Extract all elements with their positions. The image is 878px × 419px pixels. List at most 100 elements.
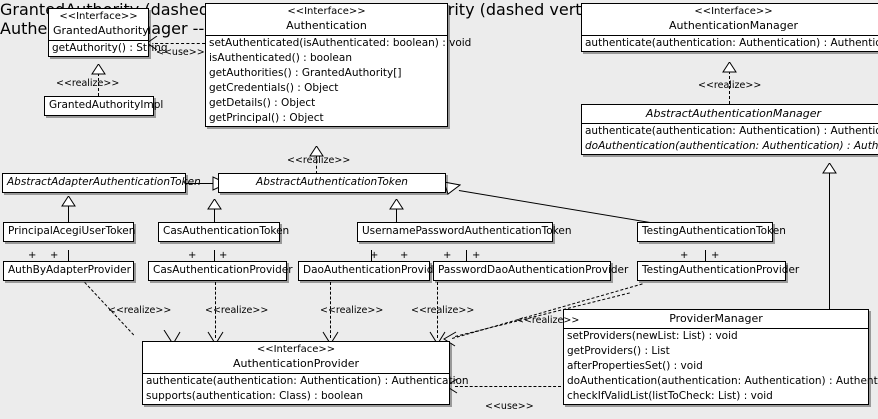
- class-name: PrincipalAcegiUserToken: [8, 225, 136, 237]
- class-password-dao-authentication-provider[interactable]: PasswordDaoAuthenticationProvider: [433, 261, 628, 281]
- operation-row: getCredentials() : Object: [209, 82, 339, 94]
- triangle-generalization-abstractauthenticationmanager: [822, 159, 837, 178]
- class-abstract-authentication-manager[interactable]: AbstractAuthenticationManager authentica…: [581, 104, 878, 155]
- stereotype-label: <<Interface>>: [287, 6, 366, 17]
- triangle-generalization-abstracttoken-upat: [389, 195, 404, 214]
- operation-row: setProviders(newList: List) : void: [567, 330, 738, 342]
- operation-row: doAuthentication(authentication: Authent…: [585, 140, 878, 152]
- triangle-generalization-grantedauthority: [91, 60, 106, 79]
- edge-label-realize-7: <<realize>>: [411, 305, 475, 316]
- edge-generalization-usernamepasswordtoken: [396, 204, 397, 222]
- class-provider-manager[interactable]: ProviderManager setProviders(newList: Li…: [563, 309, 878, 405]
- compartment-divider: [143, 373, 449, 374]
- edge-generalization-principalacegiusertoken: [68, 202, 69, 222]
- operation-row: supports(authentication: Class) : boolea…: [146, 390, 363, 402]
- class-name: GrantedAuthority: [53, 24, 149, 37]
- operations-compartment: authenticate(authentication: Authenticat…: [143, 374, 469, 404]
- class-granted-authority[interactable]: <<Interface>> GrantedAuthority getAuthor…: [48, 8, 168, 57]
- compartment-divider: [582, 35, 878, 36]
- edge-label-use-2: <<use>>: [485, 401, 534, 412]
- class-principal-acegi-user-token[interactable]: PrincipalAcegiUserToken: [3, 222, 136, 242]
- class-username-password-authentication-token[interactable]: UsernamePasswordAuthenticationToken: [357, 222, 572, 242]
- assoc-plus-1b: +: [50, 250, 59, 261]
- class-authentication-provider[interactable]: <<Interface>> AuthenticationProvider aut…: [142, 341, 469, 405]
- edge-label-realize-2: <<realize>>: [287, 155, 351, 166]
- arrowhead-open-realize-5: [443, 331, 461, 353]
- triangle-generalization-adaptertoken: [61, 192, 76, 211]
- operations-compartment: authenticate(authentication: Authenticat…: [582, 36, 878, 51]
- operation-row: getDetails() : Object: [209, 97, 316, 109]
- edge-label-realize-4: <<realize>>: [108, 305, 172, 316]
- edge-generalization-providermanager: [829, 167, 830, 309]
- edge-generalization-casauthenticationtoken: [214, 204, 215, 222]
- class-name: DaoAuthenticationProvider: [303, 264, 445, 276]
- class-name: UsernamePasswordAuthenticationToken: [362, 225, 572, 237]
- class-dao-authentication-provider[interactable]: DaoAuthenticationProvider: [298, 261, 445, 281]
- operation-row: getProviders() : List: [567, 345, 670, 357]
- operation-row: getPrincipal() : Object: [209, 112, 324, 124]
- compartment-divider: [564, 328, 868, 329]
- edge-use-authentication-grantedauthority: [155, 43, 205, 44]
- class-testing-authentication-token[interactable]: TestingAuthenticationToken: [637, 222, 786, 242]
- compartment-divider: [582, 123, 878, 124]
- class-abstract-adapter-authentication-token[interactable]: AbstractAdapterAuthenticationToken: [2, 173, 201, 193]
- operation-row: checkIfValidList(listToCheck: List) : vo…: [567, 390, 773, 402]
- class-name: Authentication: [286, 19, 367, 32]
- compartment-divider: [49, 40, 148, 41]
- edge-label-realize-8: <<realize>>: [516, 315, 580, 326]
- class-name: ProviderManager: [669, 312, 763, 325]
- assoc-plus-3a: +: [370, 250, 379, 261]
- assoc-plus-1a: +: [28, 250, 37, 261]
- operation-row: getAuthorities() : GrantedAuthority[]: [209, 67, 402, 79]
- class-name: AuthenticationProvider: [232, 357, 360, 370]
- edge-assoc-castoken-casprovider: [214, 250, 215, 262]
- class-name: GrantedAuthorityImpl: [49, 99, 164, 111]
- class-header: <<Interface>> AuthenticationManager: [582, 4, 878, 35]
- assoc-plus-3b: +: [400, 250, 409, 261]
- class-name: AbstractAuthenticationManager: [645, 107, 822, 120]
- edge-use-providermanager-authenticationprovider: [455, 386, 561, 387]
- operation-row: doAuthentication(authentication: Authent…: [567, 375, 878, 387]
- class-authentication-manager[interactable]: <<Interface>> AuthenticationManager auth…: [581, 3, 878, 52]
- stereotype-label: <<Interface>>: [694, 6, 773, 17]
- class-cas-authentication-provider[interactable]: CasAuthenticationProvider: [148, 261, 293, 281]
- class-header: ProviderManager: [564, 310, 868, 328]
- triangle-generalization-authenticationmanager: [722, 58, 737, 77]
- class-authentication[interactable]: <<Interface>> Authentication setAuthenti…: [205, 3, 471, 127]
- class-testing-authentication-provider[interactable]: TestingAuthenticationProvider: [637, 261, 799, 281]
- edge-label-realize-6: <<realize>>: [320, 305, 384, 316]
- edge-generalization-testingtoken: [458, 190, 669, 226]
- operations-compartment: authenticate(authentication: Authenticat…: [582, 124, 878, 154]
- edge-label-use-1: <<use>>: [156, 47, 205, 58]
- edge-realize-abstractauthenticationtoken: [316, 150, 317, 174]
- class-abstract-authentication-token[interactable]: AbstractAuthenticationToken: [218, 173, 446, 193]
- operation-row: authenticate(authentication: Authenticat…: [146, 375, 469, 387]
- stereotype-label: <<Interface>>: [256, 344, 336, 355]
- operations-compartment: setAuthenticated(isAuthenticated: boolea…: [206, 36, 471, 126]
- compartment-divider: [206, 35, 447, 36]
- edge-realize-casauthenticationprovider: [215, 282, 216, 338]
- class-name: AuthenticationManager: [669, 19, 798, 32]
- class-auth-by-adapter-provider[interactable]: AuthByAdapterProvider: [3, 261, 134, 281]
- class-name: AbstractAdapterAuthenticationToken: [7, 176, 201, 188]
- class-name: CasAuthenticationToken: [163, 225, 290, 237]
- class-name: AuthByAdapterProvider: [8, 264, 131, 276]
- assoc-plus-2b: +: [219, 250, 228, 261]
- edge-label-realize-5: <<realize>>: [205, 305, 269, 316]
- class-name: AbstractAuthenticationToken: [256, 176, 408, 188]
- edge-assoc-principaltoken-authbyadapter: [68, 250, 69, 262]
- assoc-plus-2a: +: [188, 250, 197, 261]
- operations-compartment: setProviders(newList: List) : void getPr…: [564, 329, 878, 404]
- class-name: TestingAuthenticationToken: [642, 225, 786, 237]
- class-cas-authentication-token[interactable]: CasAuthenticationToken: [158, 222, 290, 242]
- edge-assoc-testingtoken-testingprovider: [705, 250, 706, 262]
- assoc-plus-4b: +: [472, 250, 481, 261]
- edge-realize-grantedauthorityimpl: [98, 68, 99, 96]
- triangle-generalization-abstracttoken-cas: [207, 195, 222, 214]
- operations-compartment: getAuthority() : String: [49, 41, 168, 56]
- class-header: <<Interface>> AuthenticationProvider: [143, 342, 449, 373]
- edge-realize-abstractauthenticationmanager: [729, 66, 730, 104]
- edge-assoc-upat-passworddaoprovider: [466, 250, 467, 262]
- class-granted-authority-impl[interactable]: GrantedAuthorityImpl: [44, 96, 164, 116]
